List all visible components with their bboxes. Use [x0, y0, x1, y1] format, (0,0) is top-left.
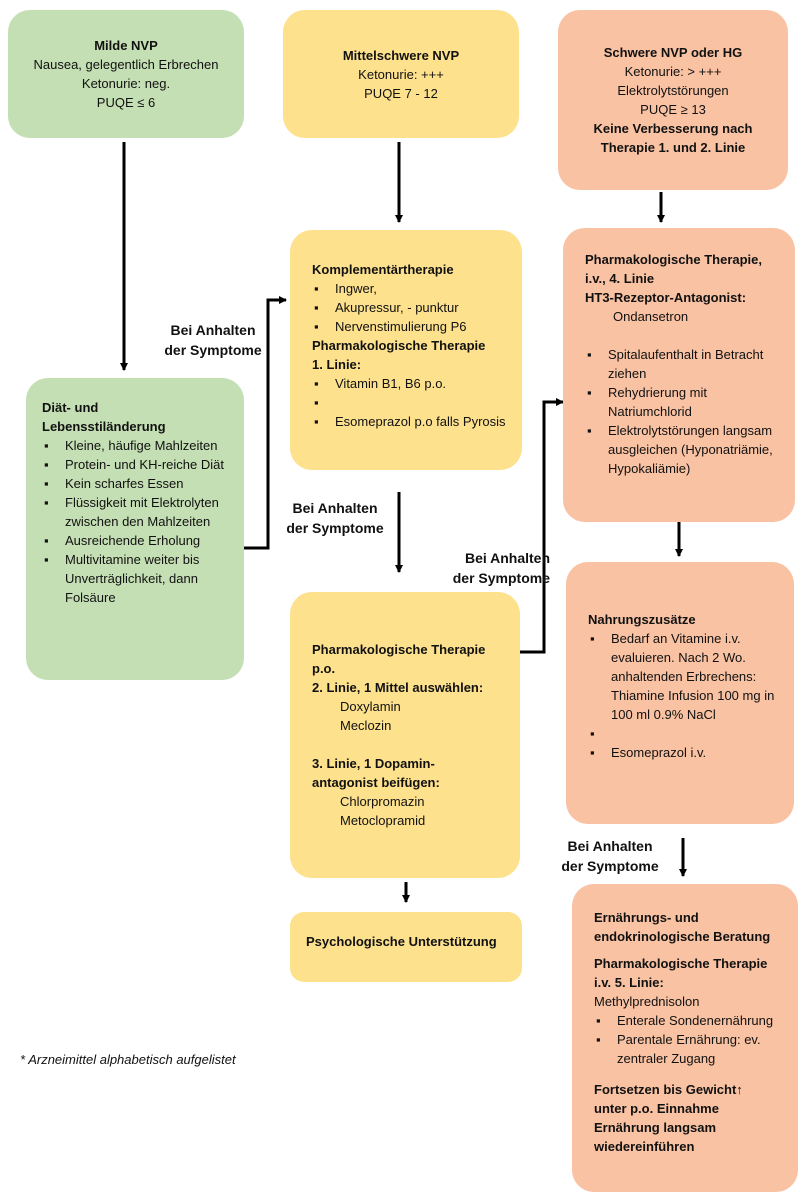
list-item: Rehydrierung mit Natriumchlorid — [585, 383, 785, 421]
list-item: Flüssigkeit mit Elektrolyten zwischen de… — [42, 493, 234, 531]
line3-title: 3. Linie, 1 Dopamin- — [312, 756, 435, 771]
list-item: Ingwer, — [312, 279, 512, 298]
psych-support-box: Psychologische Unterstützung — [290, 912, 522, 982]
list-item: Spitalaufenthalt in Betracht ziehen — [585, 345, 785, 383]
drug-name: Metoclopramid — [340, 813, 426, 828]
iv4-subtitle: HT3-Rezeptor-Antagonist: — [585, 290, 747, 305]
nutrition-title: endokrinologische Beratung — [594, 929, 771, 944]
mild-nvp-line: Ketonurie: neg. — [81, 76, 171, 91]
diet-list: Kleine, häufige Mahlzeiten Protein- und … — [42, 436, 234, 607]
iv-line4-box: Pharmakologische Therapie, i.v., 4. Lini… — [563, 228, 795, 522]
supplements-title: Nahrungszusätze — [588, 612, 696, 627]
continue-note: wiedereinführen — [594, 1139, 695, 1154]
persist-label-line: der Symptome — [452, 570, 550, 586]
complement-therapy-box: Komplementärtherapie Ingwer, Akupressur,… — [290, 230, 522, 470]
list-item: Kleine, häufige Mahlzeiten — [42, 436, 234, 455]
list-item: Enterale Sondenernährung — [594, 1011, 790, 1030]
pharma-line1-title: 1. Linie: — [312, 357, 362, 372]
moderate-nvp-title: Mittelschwere NVP — [342, 47, 460, 63]
pharma-po-title: p.o. — [312, 661, 336, 676]
moderate-nvp-line: Ketonurie: +++ — [358, 66, 444, 82]
pharma-line1-list: Vitamin B1, B6 p.o. Esomeprazol p.o fall… — [312, 374, 512, 431]
spacer — [312, 735, 510, 754]
nutrition-title: Ernährungs- und — [594, 910, 699, 925]
list-item: Vitamin B1, B6 p.o. — [312, 374, 512, 393]
pharma-po-box: Pharmakologische Therapie p.o. 2. Linie,… — [290, 592, 520, 878]
persist-label-line: Bei Anhalten — [170, 322, 256, 338]
line2-title: 2. Linie, 1 Mittel auswählen: — [312, 680, 484, 695]
arrow-pharma-po-to-iv4 — [520, 398, 564, 654]
list-item: Protein- und KH-reiche Diät — [42, 455, 234, 474]
diet-title: Lebensstiländerung — [42, 419, 166, 434]
complement-title: Komplementärtherapie — [312, 262, 454, 277]
diet-title: Diät- und — [42, 400, 99, 415]
severe-nvp-box: Schwere NVP oder HG Ketonurie: > +++ Ele… — [558, 10, 788, 190]
drug-name: Chlorpromazin — [340, 794, 425, 809]
list-item: Kein scharfes Essen — [42, 474, 234, 493]
line3-title: antagonist beifügen: — [312, 775, 440, 790]
nutrition-list: Enterale Sondenernährung Parentale Ernäh… — [594, 1011, 790, 1068]
persist-label-line: der Symptome — [286, 520, 384, 536]
continue-note: Ernährung langsam — [594, 1120, 717, 1135]
iv5-title: i.v. 5. Linie: — [594, 975, 664, 990]
pharma-line1-title: Pharmakologische Therapie — [312, 338, 486, 353]
continue-note: Fortsetzen bis Gewicht↑ — [594, 1082, 743, 1097]
psych-support-label: Psychologische Unterstützung — [306, 934, 497, 949]
severe-nvp-note: Therapie 1. und 2. Linie — [600, 140, 746, 155]
persist-label-c: Bei Anhalten der Symptome — [432, 548, 550, 588]
list-item: Elektrolytstörungen langsam ausgleichen … — [585, 421, 785, 478]
iv4-title: Pharmakologische Therapie, — [585, 252, 763, 267]
list-spacer — [588, 724, 784, 743]
persist-label-a: Bei Anhalten der Symptome — [160, 320, 266, 360]
persist-label-line: Bei Anhalten — [567, 838, 653, 854]
continue-note: unter p.o. Einnahme — [594, 1101, 719, 1116]
list-item: Esomeprazol p.o falls Pyrosis — [312, 412, 512, 431]
list-item: Nervenstimulierung P6 — [312, 317, 512, 336]
severe-nvp-line: Ketonurie: > +++ — [624, 64, 722, 79]
severe-nvp-note: Keine Verbesserung nach — [593, 121, 753, 136]
list-item: Bedarf an Vitamine i.v. evaluieren. Nach… — [588, 629, 784, 724]
diet-lifestyle-box: Diät- und Lebensstiländerung Kleine, häu… — [26, 378, 244, 680]
drug-name: Ondansetron — [613, 309, 689, 324]
supplements-list: Bedarf an Vitamine i.v. evaluieren. Nach… — [588, 629, 784, 762]
list-item: Esomeprazol i.v. — [588, 743, 784, 762]
severe-nvp-title: Schwere NVP oder HG — [603, 45, 743, 60]
list-item: Multivitamine weiter bis Unverträglichke… — [42, 550, 234, 607]
drug-name: Methylprednisolon — [594, 994, 700, 1009]
persist-label-line: Bei Anhalten — [292, 500, 378, 516]
moderate-nvp-line: PUQE 7 - 12 — [364, 85, 438, 101]
list-item: Parentale Ernährung: ev. zentraler Zugan… — [594, 1030, 790, 1068]
list-spacer — [312, 393, 512, 412]
pharma-po-title: Pharmakologische Therapie — [312, 642, 486, 657]
supplements-box: Nahrungszusätze Bedarf an Vitamine i.v. … — [566, 562, 794, 824]
spacer — [585, 326, 785, 345]
mild-nvp-box: Milde NVP Nausea, gelegentlich Erbrechen… — [8, 10, 244, 138]
persist-label-b: Bei Anhalten der Symptome — [278, 498, 392, 538]
iv4-title: i.v., 4. Linie — [585, 271, 655, 286]
mild-nvp-title: Milde NVP — [94, 38, 158, 53]
mild-nvp-line: Nausea, gelegentlich Erbrechen — [33, 57, 219, 72]
persist-label-line: der Symptome — [561, 858, 659, 874]
arrow-diet-to-complement — [244, 296, 287, 550]
mild-nvp-line: PUQE ≤ 6 — [96, 95, 156, 110]
iv4-list: Spitalaufenthalt in Betracht ziehen Rehy… — [585, 345, 785, 478]
drug-name: Doxylamin — [340, 699, 401, 714]
persist-label-d: Bei Anhalten der Symptome — [552, 836, 668, 876]
persist-label-line: der Symptome — [164, 342, 262, 358]
list-item: Ausreichende Erholung — [42, 531, 234, 550]
severe-nvp-line: PUQE ≥ 13 — [640, 102, 706, 117]
severe-nvp-line: Elektrolytstörungen — [617, 83, 729, 98]
drug-name: Meclozin — [340, 718, 392, 733]
moderate-nvp-box: Mittelschwere NVP Ketonurie: +++ PUQE 7 … — [283, 10, 519, 138]
nutrition-box: Ernährungs- und endokrinologische Beratu… — [572, 884, 798, 1192]
persist-label-line: Bei Anhalten — [464, 550, 550, 566]
list-item: Akupressur, - punktur — [312, 298, 512, 317]
complement-list: Ingwer, Akupressur, - punktur Nervenstim… — [312, 279, 512, 336]
footnote: * Arzneimittel alphabetisch aufgelistet — [20, 1052, 236, 1067]
iv5-title: Pharmakologische Therapie — [594, 956, 768, 971]
